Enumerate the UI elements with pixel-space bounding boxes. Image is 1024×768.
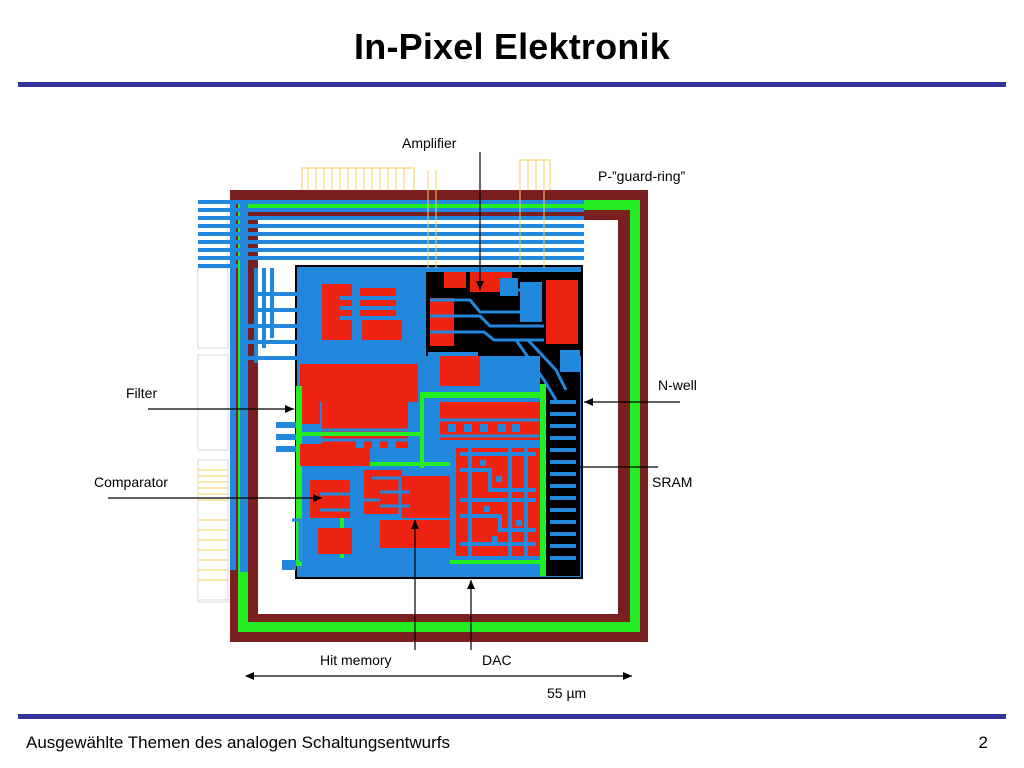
hit-memory-label: Hit memory [320, 652, 392, 668]
amplifier-label: Amplifier [402, 135, 457, 151]
amplifier-wires [430, 288, 568, 401]
annotation-pointers [108, 152, 680, 680]
bus-drops [248, 268, 298, 570]
vertical-bus-lines [427, 160, 545, 268]
n-well-label: N-well [658, 377, 697, 393]
filter-label: Filter [126, 385, 158, 401]
sram-cells [550, 400, 576, 560]
contact-dots [356, 424, 520, 448]
comparator-label: Comparator [94, 474, 168, 490]
bottom-rule [18, 714, 1006, 719]
dac-contacts [480, 460, 522, 542]
dac-metal [460, 448, 536, 556]
amplifier-poly [430, 272, 578, 386]
dac-label: DAC [482, 652, 512, 668]
guard-ring-label: P-”guard-ring” [598, 168, 686, 184]
filter-metal [300, 278, 424, 362]
top-bus-lines [301, 159, 551, 193]
sram-label: SRAM [652, 474, 693, 490]
left-bus-lines [198, 469, 228, 581]
horizontal-metal-bus [198, 200, 584, 268]
slide-title: In-Pixel Elektronik [354, 26, 670, 67]
comparator-metal [292, 418, 540, 562]
dimension-label: 55 µm [547, 685, 587, 701]
footer-text: Ausgewählte Themen des analogen Schaltun… [26, 733, 451, 752]
sram-area [544, 390, 580, 576]
page-number: 2 [978, 733, 988, 752]
left-blue-rails [230, 200, 248, 572]
top-rule [18, 82, 1006, 87]
